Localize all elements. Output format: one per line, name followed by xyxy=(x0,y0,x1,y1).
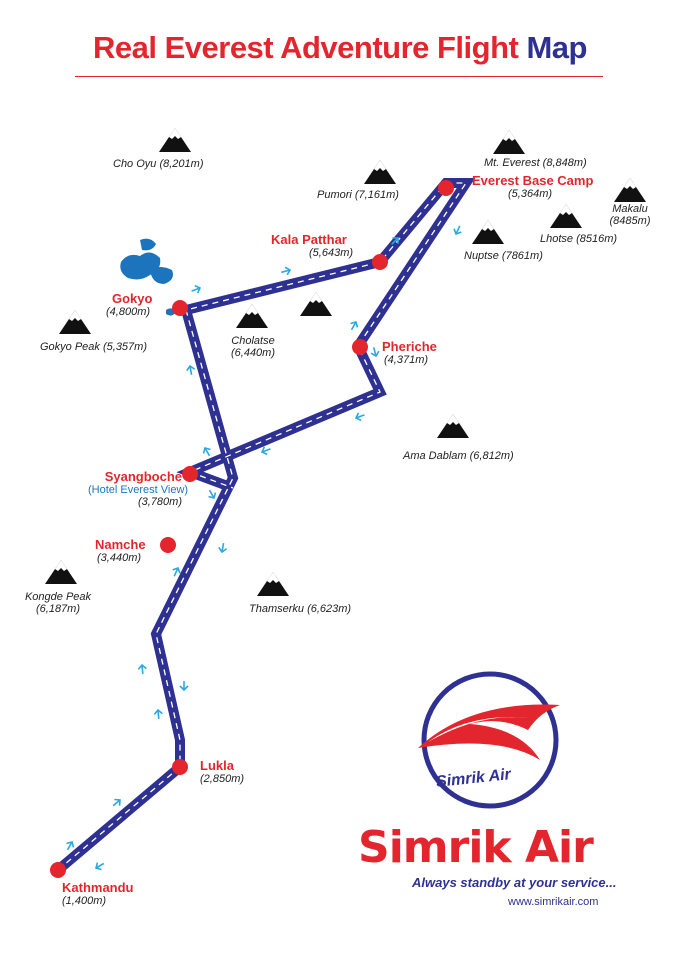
stop-name: Kala Patthar xyxy=(271,232,347,247)
stop-label-everest-base-camp: Everest Base Camp (5,364m) xyxy=(472,173,593,200)
peak-label-ama-dablam: Ama Dablam (6,812m) xyxy=(403,450,514,462)
stop-marker-pheriche xyxy=(352,339,368,355)
peak-label-kongde-peak: Kongde Peak (6,187m) xyxy=(20,591,96,615)
peak-elevation: (6,440m) xyxy=(230,347,276,359)
title-map: Map xyxy=(526,30,587,65)
stop-marker-namche xyxy=(160,537,176,553)
stop-marker-lukla xyxy=(172,759,188,775)
mountain-icon xyxy=(159,128,191,152)
stop-subtitle: (Hotel Everest View) xyxy=(88,484,189,496)
stop-label-lukla: Lukla (2,850m) xyxy=(200,758,244,785)
peak-label-makalu: Makalu (8485m) xyxy=(606,203,654,227)
stop-elevation: (3,780m) xyxy=(137,496,182,508)
peak-label-thamserku: Thamserku (6,623m) xyxy=(249,603,352,615)
brand-slogan: Always standby at your service... xyxy=(412,875,617,890)
peak-label-mt-everest: Mt. Everest (8,848m) xyxy=(484,157,587,169)
stop-marker-syangboche xyxy=(182,466,198,482)
peak-name: Kongde Peak xyxy=(24,591,92,603)
stop-name: Kathmandu xyxy=(62,880,134,895)
website-link[interactable]: www.simrikair.com xyxy=(508,896,599,908)
mountain-icon xyxy=(550,204,582,228)
peak-label-lhotse: Lhotse (8516m) xyxy=(540,233,618,245)
title-main: Real Everest Adventure Flight xyxy=(93,30,519,65)
mountain-icon xyxy=(257,572,289,596)
stop-marker-gokyo xyxy=(172,300,188,316)
mountain-icon xyxy=(364,160,396,184)
stop-marker-kathmandu xyxy=(50,862,66,878)
peak-label-pumori: Pumori (7,161m) xyxy=(317,189,399,201)
mountain-icon xyxy=(614,178,646,202)
stop-name: Lukla xyxy=(200,758,234,773)
stop-elevation: (4,371m) xyxy=(384,354,429,366)
peak-elevation: (6,187m) xyxy=(35,603,81,615)
stop-label-kala-patthar: Kala Patthar (5,643m) xyxy=(271,232,353,259)
mountain-icon xyxy=(236,304,268,328)
brand-name: Simrik Air xyxy=(358,822,594,873)
stop-name: Syangboche xyxy=(104,469,182,484)
stop-markers xyxy=(50,180,454,878)
mountain-icon xyxy=(45,560,77,584)
stop-elevation: (5,364m) xyxy=(508,188,553,200)
stop-name: Pheriche xyxy=(382,339,437,354)
stop-name: Everest Base Camp xyxy=(472,173,594,188)
mountain-icon xyxy=(472,220,504,244)
stop-label-kathmandu: Kathmandu (1,400m) xyxy=(62,880,134,907)
peak-label-cholatse: Cholatse (6,440m) xyxy=(228,335,278,359)
stop-label-gokyo: Gokyo (4,800m) xyxy=(106,291,153,318)
mountain-icon xyxy=(59,310,91,334)
stop-name: Gokyo xyxy=(112,291,153,306)
stop-elevation: (2,850m) xyxy=(200,773,245,785)
gokyo-lakes xyxy=(120,238,176,316)
stop-label-pheriche: Pheriche (4,371m) xyxy=(382,339,437,366)
peak-name: Cholatse xyxy=(231,335,275,347)
simrik-air-emblem xyxy=(418,671,560,809)
peak-label-nuptse: Nuptse (7861m) xyxy=(464,250,543,262)
peak-label-cho-oyu: Cho Oyu (8,201m) xyxy=(113,158,204,170)
stop-label-syangboche: Syangboche (Hotel Everest View) (3,780m) xyxy=(88,469,189,508)
stop-marker-everest-base-camp xyxy=(438,180,454,196)
mountain-icon xyxy=(300,292,332,316)
peak-name: Makalu xyxy=(612,203,648,215)
stop-elevation: (5,643m) xyxy=(309,247,354,259)
title-underline xyxy=(75,76,603,77)
stop-name: Namche xyxy=(95,537,146,552)
stop-elevation: (3,440m) xyxy=(97,552,142,564)
flight-route xyxy=(54,178,476,874)
mountain-icon xyxy=(493,130,525,154)
stop-label-namche: Namche (3,440m) xyxy=(95,537,146,564)
peak-label-gokyo-peak: Gokyo Peak (5,357m) xyxy=(40,341,147,353)
stop-elevation: (4,800m) xyxy=(106,306,151,318)
mountain-icon xyxy=(437,414,469,438)
peak-elevation: (8485m) xyxy=(609,215,651,227)
map-title: Real Everest Adventure Flight Map xyxy=(0,30,680,66)
stop-elevation: (1,400m) xyxy=(62,895,107,907)
stop-marker-kala-patthar xyxy=(372,254,388,270)
